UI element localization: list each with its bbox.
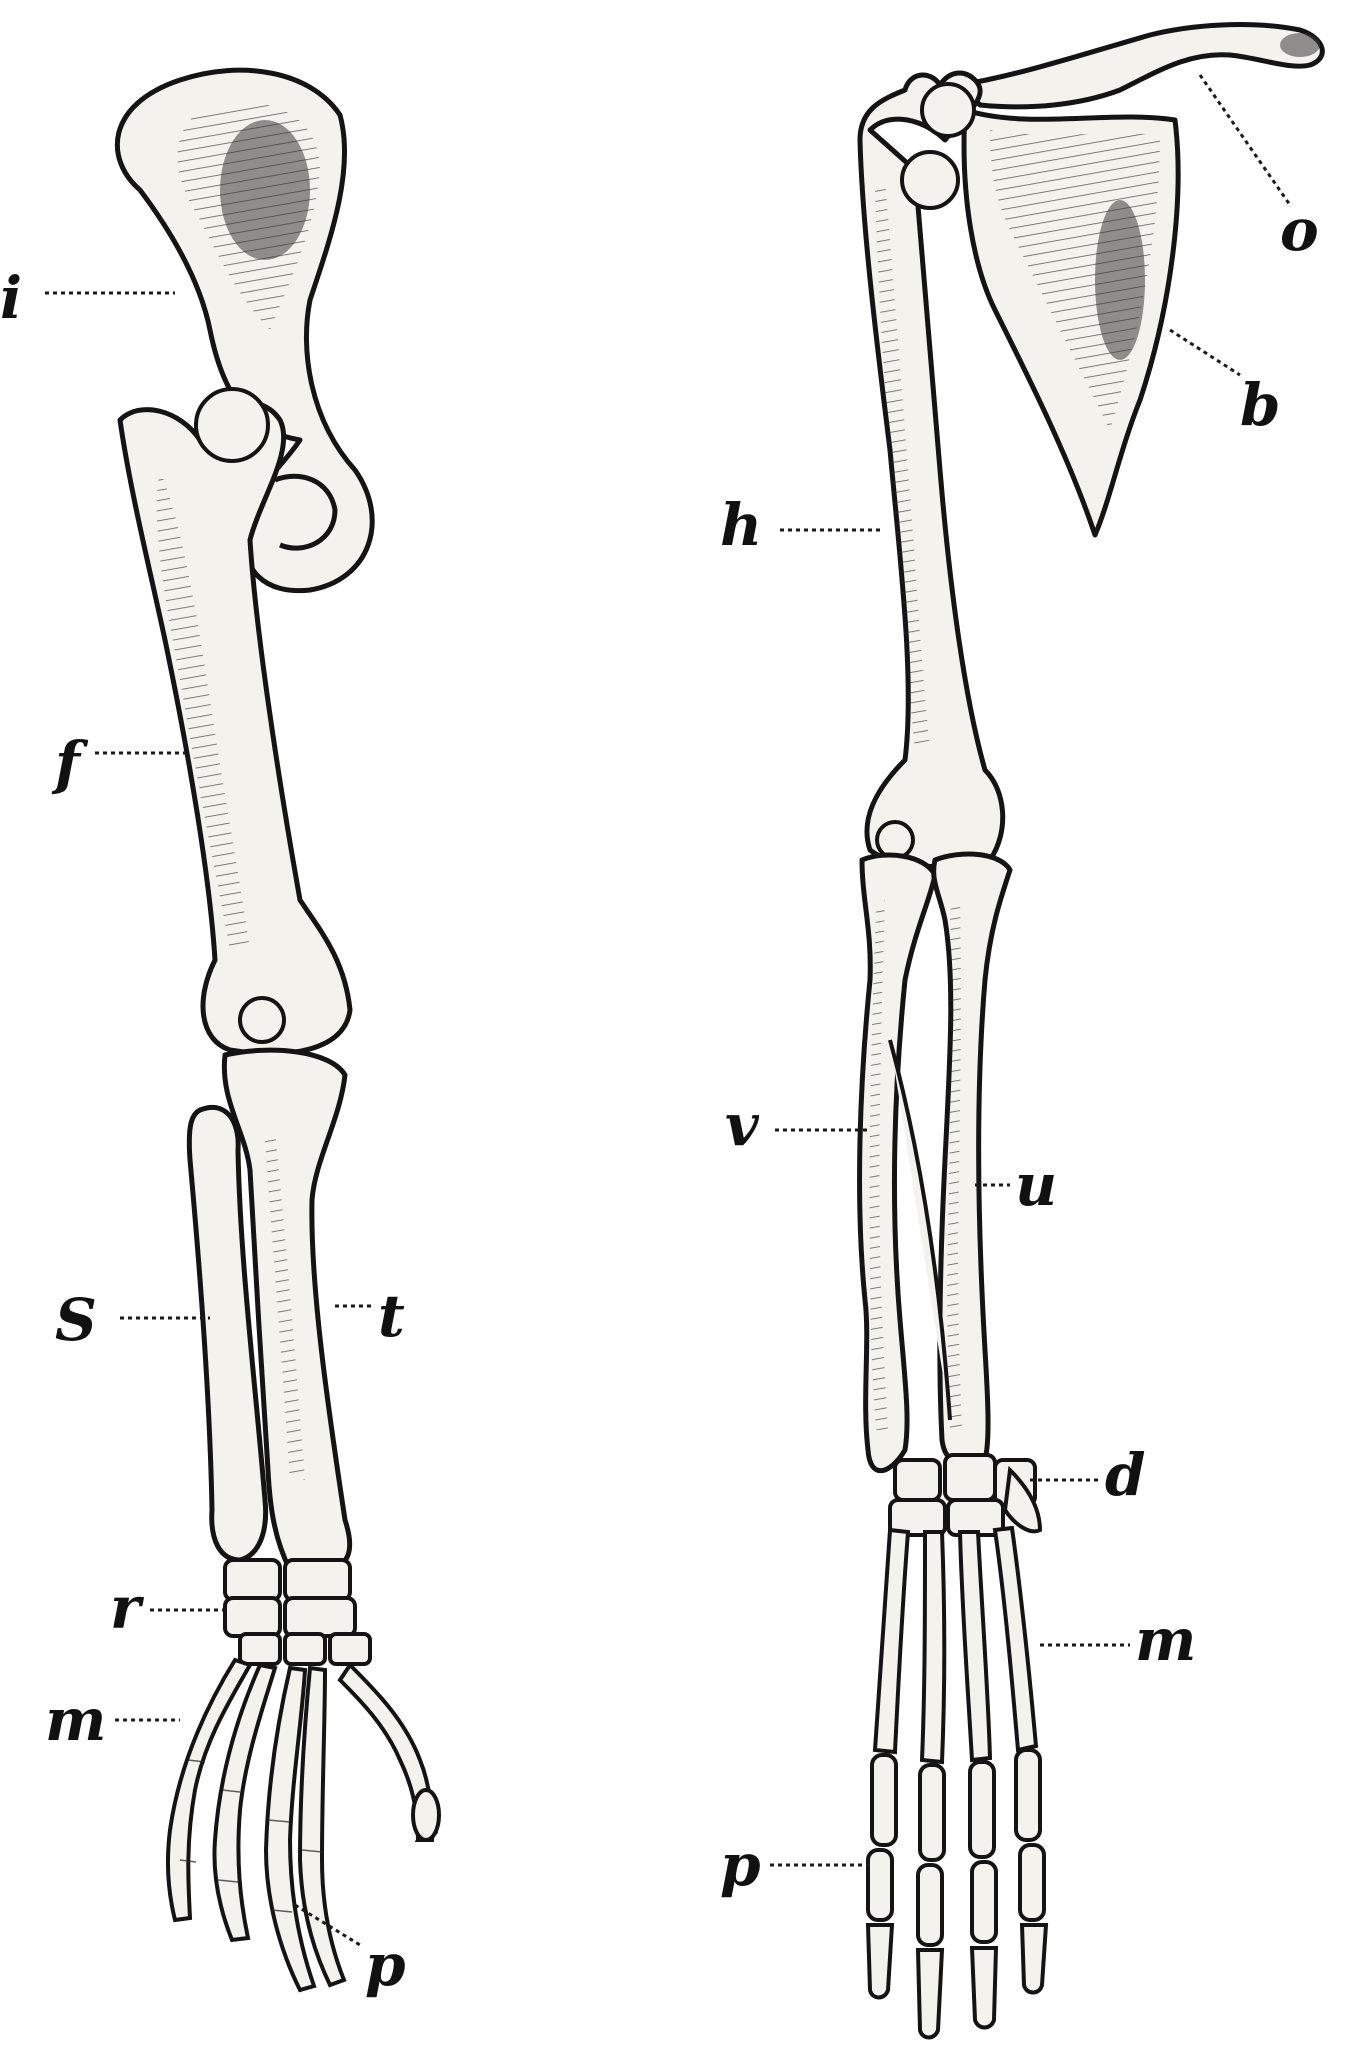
label-p-left: p bbox=[365, 1931, 406, 1999]
label-p-right: p bbox=[720, 1831, 761, 1899]
fore-limb bbox=[860, 25, 1323, 2038]
label-d: d bbox=[1105, 1441, 1146, 1509]
label-v: v bbox=[725, 1091, 760, 1159]
label-f: f bbox=[51, 729, 89, 797]
finger-bones bbox=[868, 1750, 1046, 2038]
carpal-bones bbox=[890, 1455, 1040, 1535]
label-i: i bbox=[0, 264, 22, 332]
radius-bone bbox=[860, 855, 935, 1471]
label-u: u bbox=[1015, 1151, 1057, 1219]
scapula-bone bbox=[964, 110, 1178, 535]
label-m-right: m bbox=[1135, 1606, 1196, 1674]
label-h: h bbox=[720, 491, 762, 559]
label-t: t bbox=[378, 1282, 405, 1350]
label-b: b bbox=[1240, 371, 1281, 439]
label-m-left: m bbox=[45, 1686, 106, 1754]
label-r: r bbox=[110, 1574, 145, 1642]
metacarpal-bones bbox=[875, 1528, 1036, 1762]
hind-limb bbox=[117, 70, 439, 1990]
tarsal-bones bbox=[225, 1560, 370, 1664]
clavicle-bone bbox=[960, 25, 1322, 107]
label-s: S bbox=[55, 1286, 97, 1354]
label-o: o bbox=[1280, 196, 1319, 264]
